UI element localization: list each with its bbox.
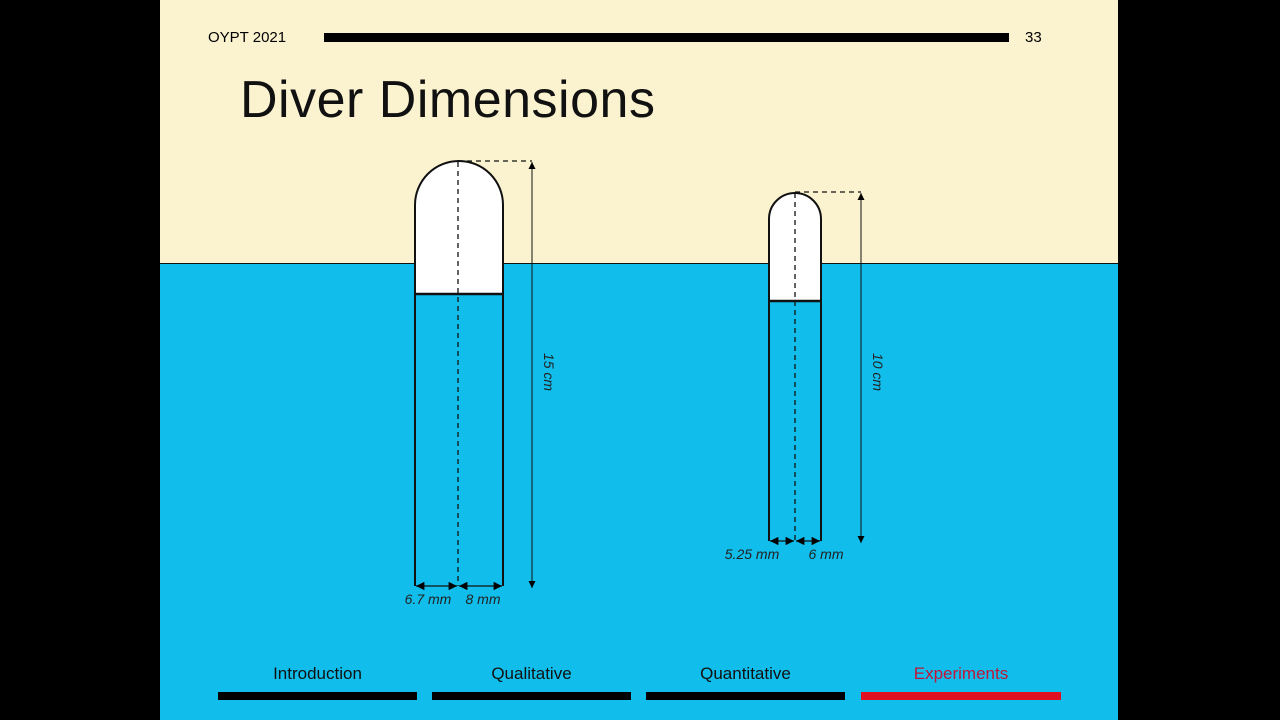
nav-quantitative[interactable]: Quantitative	[646, 664, 845, 704]
page-number: 33	[1025, 29, 1042, 46]
diver-large-submerged-body	[414, 294, 504, 586]
diver-small-length-label: 10 cm	[870, 353, 886, 391]
nav-introduction-label: Introduction	[273, 664, 362, 683]
diver-small-submerged-body	[768, 301, 822, 541]
nav-introduction[interactable]: Introduction	[218, 664, 417, 704]
diver-small-outer-label: 6 mm	[809, 546, 844, 562]
header-bar	[324, 33, 1009, 42]
nav-introduction-bar	[218, 692, 417, 700]
diver-large: 15 cm 6.7 mm 8 mm	[405, 160, 557, 607]
diver-large-length-label: 15 cm	[541, 353, 557, 391]
nav-qualitative[interactable]: Qualitative	[432, 664, 631, 704]
diver-large-air-pocket	[414, 160, 504, 295]
nav-experiments-label: Experiments	[913, 664, 1009, 683]
air-region	[160, 0, 1118, 263]
diver-small: 10 cm 5.25 mm 6 mm	[725, 191, 886, 562]
diver-large-outer-label: 8 mm	[466, 591, 501, 607]
nav-qualitative-label: Qualitative	[491, 664, 572, 683]
nav-quantitative-bar	[646, 692, 845, 700]
slide-title: Diver Dimensions	[240, 71, 656, 129]
water-region	[160, 263, 1118, 720]
slide: OYPT 2021 33 Diver Dimensions 15 cm 6.7 …	[160, 0, 1118, 720]
diver-diagram: 15 cm 6.7 mm 8 mm 10 cm 5.25 mm 6 mm	[405, 160, 886, 607]
nav-experiments-bar	[861, 692, 1061, 700]
diver-large-inner-label: 6.7 mm	[405, 591, 452, 607]
nav-experiments[interactable]: Experiments	[861, 664, 1061, 704]
event-label: OYPT 2021	[208, 29, 287, 46]
diver-small-inner-label: 5.25 mm	[725, 546, 780, 562]
nav-qualitative-bar	[432, 692, 631, 700]
nav-quantitative-label: Quantitative	[700, 664, 791, 683]
